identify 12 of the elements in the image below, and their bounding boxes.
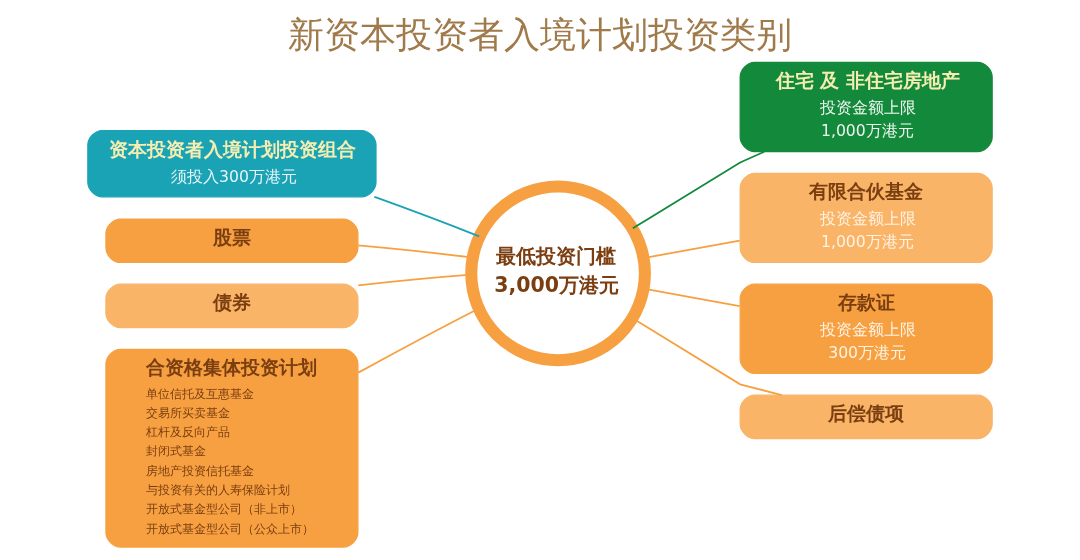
- node-box: 债券: [105, 283, 359, 329]
- node-box: 合资格集体投资计划 单位信托及互惠基金 交易所买卖基金 杠杆及反向产品 封闭式基金 房地产投资信托基金 与投资有关的人寿保险计划 开放式基金型公司（非上市） 开放式基金型公司（公众上市）: [105, 348, 359, 548]
- diagram-title: 新资本投资者入境计划投资类别: [288, 12, 792, 56]
- node-box: 住宅 及 非住宅房地产 投资金额上限 1,000万港元: [739, 61, 993, 153]
- node-box: 后偿债项: [739, 394, 993, 440]
- connector: [373, 196, 481, 238]
- node-box: 股票: [105, 218, 359, 264]
- node-circle: 最低投资门槛 3,000万港元: [465, 180, 651, 367]
- node-box: 存款证 投资金额上限 300万港元: [739, 283, 993, 375]
- connector: [631, 150, 766, 230]
- node-box: 资本投资者入境计划投资组合 须投入300万港元: [87, 129, 377, 198]
- node-box: 有限合伙基金 投资金额上限 1,000万港元: [739, 172, 993, 264]
